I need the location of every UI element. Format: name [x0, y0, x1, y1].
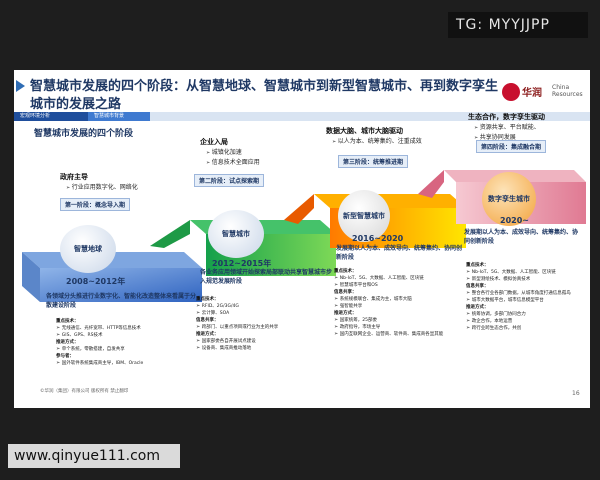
stage-1-driver-head: 政府主导: [60, 173, 88, 181]
watermark-url: www.qinyue111.com: [8, 444, 180, 468]
stage-4-driver-head: 生态合作，数字孪生驱动: [468, 113, 545, 121]
step-3-top: [314, 194, 466, 208]
stage-4-circle: 数字孪生城市: [482, 172, 536, 226]
stage-4-era: 2020~: [500, 216, 529, 225]
stage-2-desc: 各业务应用领域开始探索局部联动共享智慧城市步入规范发展阶段: [200, 269, 333, 285]
stage-4-driver-item-2: 共享协同发展: [474, 133, 516, 143]
stage-3-desc: 发展期以人为本、成效导向、统筹集约、协同创新阶段: [336, 245, 463, 261]
step-3-arrow: [284, 194, 314, 224]
step-4-arrow: [418, 170, 444, 198]
step-1-side: [22, 252, 40, 302]
stage-3-driver-head: 数据大脑、城市大脑驱动: [326, 127, 403, 135]
breadcrumb-bar: [14, 112, 590, 121]
stage-3-circle: 新型智慧城市: [338, 190, 390, 242]
stage-1-label: 第一阶段：概念导入期: [60, 198, 131, 211]
logo-icon: [502, 83, 520, 101]
stage-3-driver-item: 以人为本、统筹集约、注重成效: [332, 137, 422, 147]
stage-3-details: 重点技术： Nb-IoT、5G、大数据、人工智能、区块链 智慧城市平台和OS 信…: [334, 268, 462, 338]
logo-name-cn: 华润: [522, 88, 542, 99]
stage-4-driver-item-1: 资源共享、平台赋能、: [474, 123, 540, 133]
stage-2-driver-item-1: 城镇化加速: [206, 148, 242, 158]
stage-1-details: 重点技术： 无线通信、光纤宽带、HTTP等信息技术 GIS、GPS、RS技术 推…: [56, 318, 186, 367]
stage-1-circle: 智慧地球: [60, 225, 116, 273]
stage-1-era: 2008~2012年: [66, 277, 126, 286]
breadcrumb-item-1: 宏观环境分析: [14, 112, 88, 121]
stage-4-desc: 发展期以人为本、成效导向、统筹集约、协同创新阶段: [464, 229, 579, 245]
slide-title: 智慧城市发展的四个阶段：从智慧地球、智慧城市到新型智慧城市、再到数字孪生城市的发…: [30, 79, 499, 112]
stage-2-label: 第二阶段：试点探索期: [194, 174, 265, 187]
tg-label: TG: MYYJJPP: [448, 12, 588, 38]
step-2-arrow: [150, 220, 190, 248]
stage-2-circle: 智慧城市: [208, 210, 264, 258]
stage-4-details: 重点技术： Nb-IoT、5G、大数据、人工智能、区块链 新型测绘技术、模拟仿真…: [466, 262, 586, 332]
stage-3-era: 2016~2020: [352, 234, 404, 243]
stage-2-details: 重点技术： RFID、2G/3G/4G 云计算、SOA 信息共享： 跨部门、以重…: [196, 296, 332, 352]
stage-2-driver-item-2: 信息技术全面应用: [206, 158, 260, 168]
step-1-front: [40, 268, 202, 302]
stage-2-driver-head: 企业入局: [200, 138, 228, 146]
stage-1-desc: 各领域分头推进行业数字化、智能化改造整体来看属于分散建设阶段: [46, 293, 197, 309]
stage-3-label: 第三阶段：统筹推进期: [338, 155, 409, 168]
page-number: 16: [572, 390, 580, 397]
section-title: 智慧城市发展的四个阶段: [34, 129, 134, 139]
footer-copyright: ©华润（集团）有限公司 版权所有 禁止翻印: [40, 389, 129, 394]
stage-4-label: 第四阶段：集成融合期: [476, 140, 547, 153]
title-arrow-icon: [16, 80, 25, 92]
breadcrumb-item-2: 智慧城市背景: [88, 112, 150, 121]
stage-2-era: 2012~2015年: [212, 259, 272, 268]
stage-1-driver-item: 行业应用数字化、网络化: [66, 183, 138, 193]
